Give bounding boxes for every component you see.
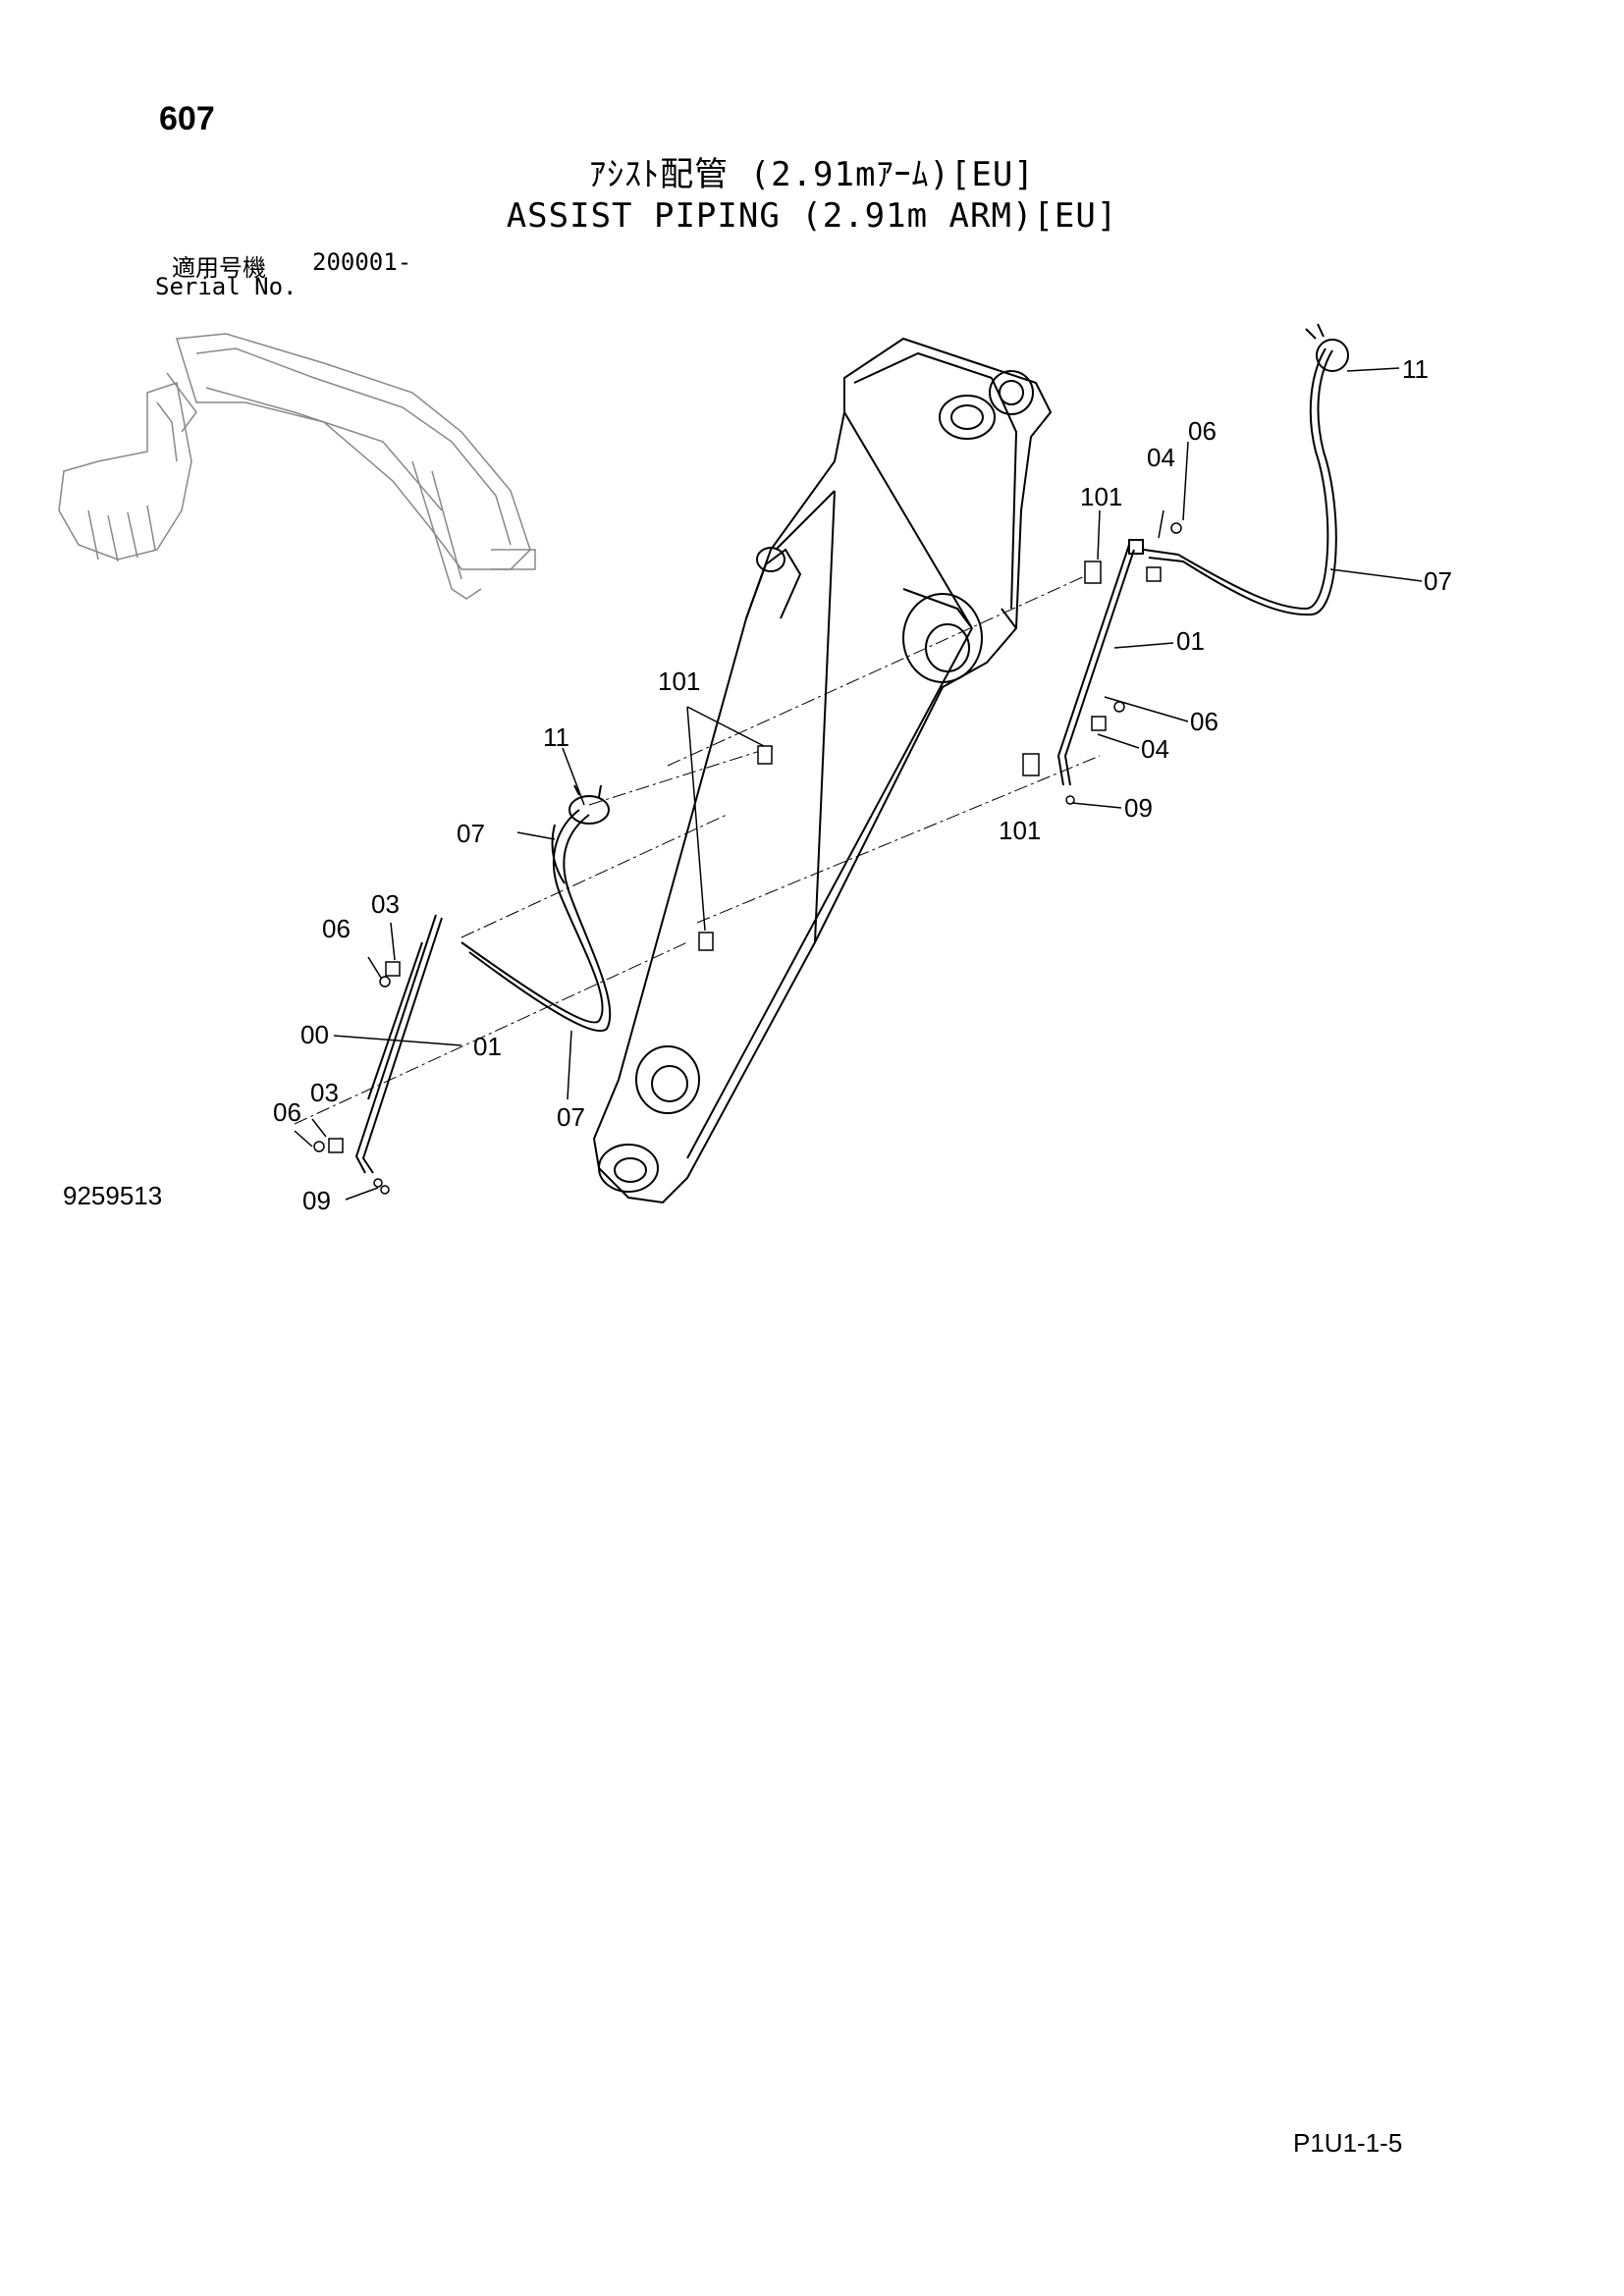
- callout-06-b: 06: [273, 1097, 301, 1127]
- left-clamps: [313, 961, 401, 1195]
- callout-101-top: 101: [1080, 482, 1122, 511]
- right-hose: [1143, 347, 1337, 616]
- callout-101-mid: 101: [658, 667, 700, 696]
- callout-03-a: 03: [371, 889, 400, 919]
- callout-09-left: 09: [302, 1186, 331, 1215]
- serial-label-japanese: 適用号機: [172, 254, 266, 282]
- page-number: 607: [159, 100, 215, 137]
- right-steel-pipe: [1056, 539, 1144, 786]
- callout-04-top: 04: [1147, 443, 1175, 472]
- left-steel-pipes: [354, 914, 443, 1174]
- callout-101-low: 101: [999, 816, 1041, 845]
- callout-11-left: 11: [543, 722, 569, 752]
- callout-11-top: 11: [1402, 354, 1429, 384]
- callout-leaders: [294, 367, 1423, 1201]
- callout-01-left: 01: [473, 1032, 502, 1061]
- page-code: P1U1-1-5: [1293, 2128, 1403, 2158]
- title-english: ASSIST PIPING (2.91m ARM)[EU]: [506, 196, 1118, 236]
- excavator-thumbnail: [58, 333, 536, 600]
- callout-07-right: 07: [1424, 566, 1452, 596]
- callout-03-b: 03: [310, 1078, 339, 1107]
- callout-00: 00: [300, 1020, 329, 1049]
- callout-06-top: 06: [1188, 416, 1217, 446]
- right-hose-end: [1305, 323, 1349, 372]
- title-japanese: ｱｼｽﾄ配管 (2.91mｱｰﾑ)[EU]: [589, 155, 1035, 194]
- arm-body: [592, 337, 1053, 1204]
- serial-label-english: Serial No.: [155, 273, 298, 300]
- callout-06-a: 06: [322, 914, 351, 943]
- callout-06-mid: 06: [1190, 707, 1218, 736]
- right-clamps: [698, 522, 1182, 951]
- serial-range: 200001-: [312, 248, 412, 276]
- left-hose-end: [568, 784, 610, 825]
- callout-01-right: 01: [1176, 626, 1205, 656]
- left-hose: [460, 809, 612, 1033]
- callout-09-right: 09: [1124, 793, 1153, 823]
- drawing-number: 9259513: [63, 1181, 163, 1210]
- callout-07-left: 07: [457, 819, 485, 848]
- callout-07-bottom: 07: [557, 1102, 585, 1132]
- callout-04-mid: 04: [1141, 734, 1169, 764]
